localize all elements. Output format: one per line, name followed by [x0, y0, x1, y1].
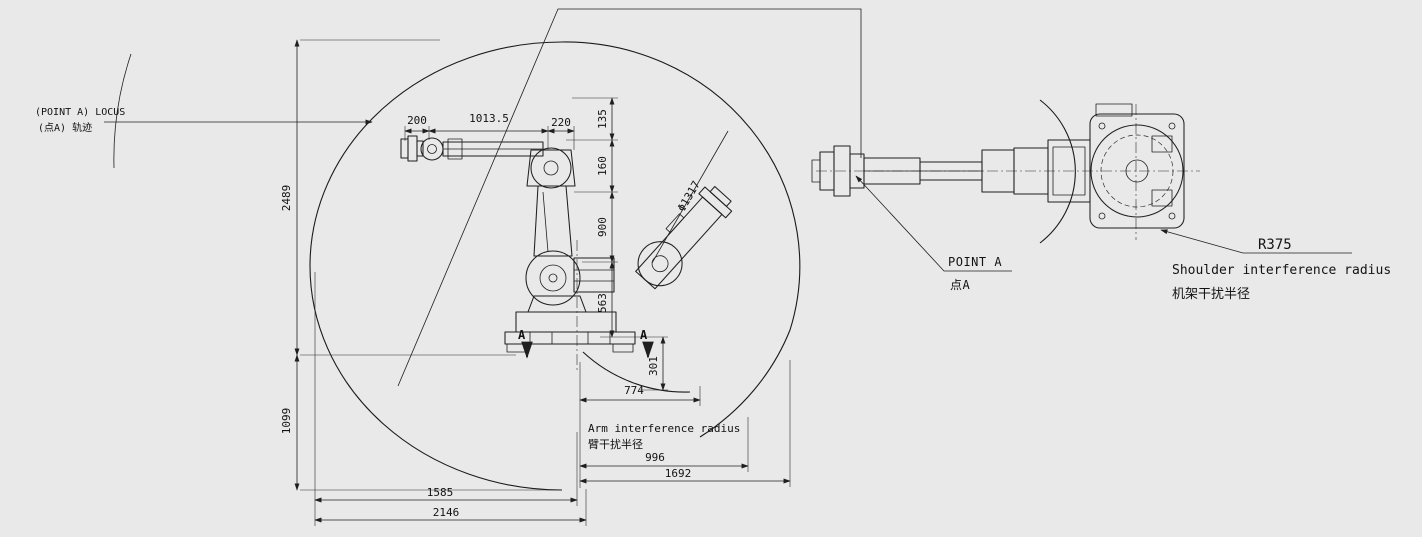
diameter-line: [651, 130, 729, 264]
dimension-labels: 200 1013.5 220 135 160 900 563 301 2489 …: [280, 109, 703, 519]
locus-label-en: (POINT A) LOCUS: [35, 107, 125, 118]
annotations: (POINT A) LOCUS (点A) 轨迹 POINT A 点A R375 …: [35, 107, 1391, 451]
point-a-leader-line: [855, 175, 1012, 272]
work-envelope: [113, 41, 801, 491]
robot-side-view: [400, 135, 733, 370]
dim-135: 135: [596, 109, 609, 129]
dim-2146: 2146: [433, 506, 460, 519]
dimension-lines: [294, 39, 791, 523]
dim-200: 200: [407, 114, 427, 127]
dim-301: 301: [647, 356, 660, 376]
section-marker-a-right: A: [640, 328, 648, 342]
dim-220: 220: [551, 116, 571, 129]
shoulder-radius-label-cn: 机架干扰半径: [1172, 287, 1250, 302]
dim-900: 900: [596, 217, 609, 237]
shoulder-radius-leader-line: [1160, 229, 1352, 254]
shoulder-interference-arc: [1039, 99, 1076, 244]
dim-1585: 1585: [427, 486, 454, 499]
locus-arc-left: [113, 53, 132, 169]
point-a-label-en: POINT A: [948, 255, 1002, 269]
dim-1099: 1099: [280, 408, 293, 435]
dim-160: 160: [596, 156, 609, 176]
leader-lines: [104, 8, 1352, 387]
locus-label-cn: (点A) 轨迹: [38, 121, 92, 134]
section-markers: A A: [518, 328, 654, 359]
dim-2489: 2489: [280, 185, 293, 212]
dim-1013-5: 1013.5: [469, 112, 509, 125]
shoulder-radius-label-en: Shoulder interference radius: [1172, 263, 1391, 278]
dim-774: 774: [624, 384, 644, 397]
dim-1692: 1692: [665, 467, 692, 480]
dim-563: 563: [596, 293, 609, 313]
dim-996: 996: [645, 451, 665, 464]
tilted-arm-position: [635, 185, 733, 290]
point-a-label-cn: 点A: [950, 278, 971, 292]
point-a-projection-line: [397, 8, 862, 387]
shoulder-radius-value: R375: [1258, 237, 1292, 253]
arm-radius-label-en: Arm interference radius: [588, 422, 740, 435]
extension-lines: [300, 39, 791, 526]
arm-radius-label-cn: 臂干扰半径: [588, 437, 643, 451]
robot-top-view: [811, 99, 1200, 244]
point-a-wrist-circle: [420, 137, 444, 161]
section-marker-a-left: A: [518, 328, 526, 342]
dim-diameter-1317: Φ1317: [675, 179, 703, 214]
